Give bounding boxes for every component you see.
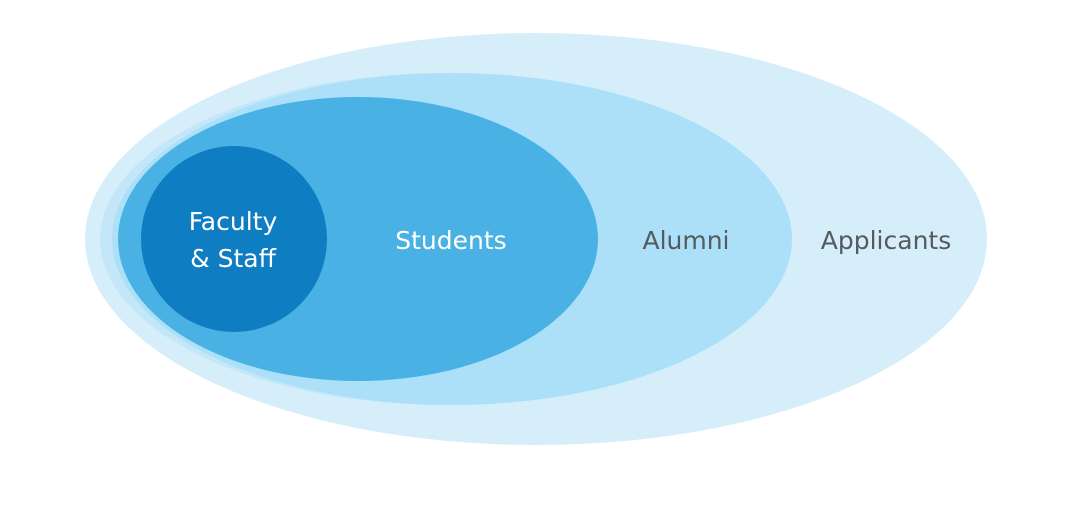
faculty-label-line-2: & Staff (190, 244, 276, 273)
faculty-staff-label: Faculty & Staff (138, 203, 328, 277)
applicants-label: Applicants (820, 226, 952, 255)
alumni-label: Alumni (642, 226, 730, 255)
faculty-staff-circle (141, 146, 327, 332)
faculty-label-line-1: Faculty (188, 207, 278, 236)
students-label: Students (395, 226, 507, 255)
